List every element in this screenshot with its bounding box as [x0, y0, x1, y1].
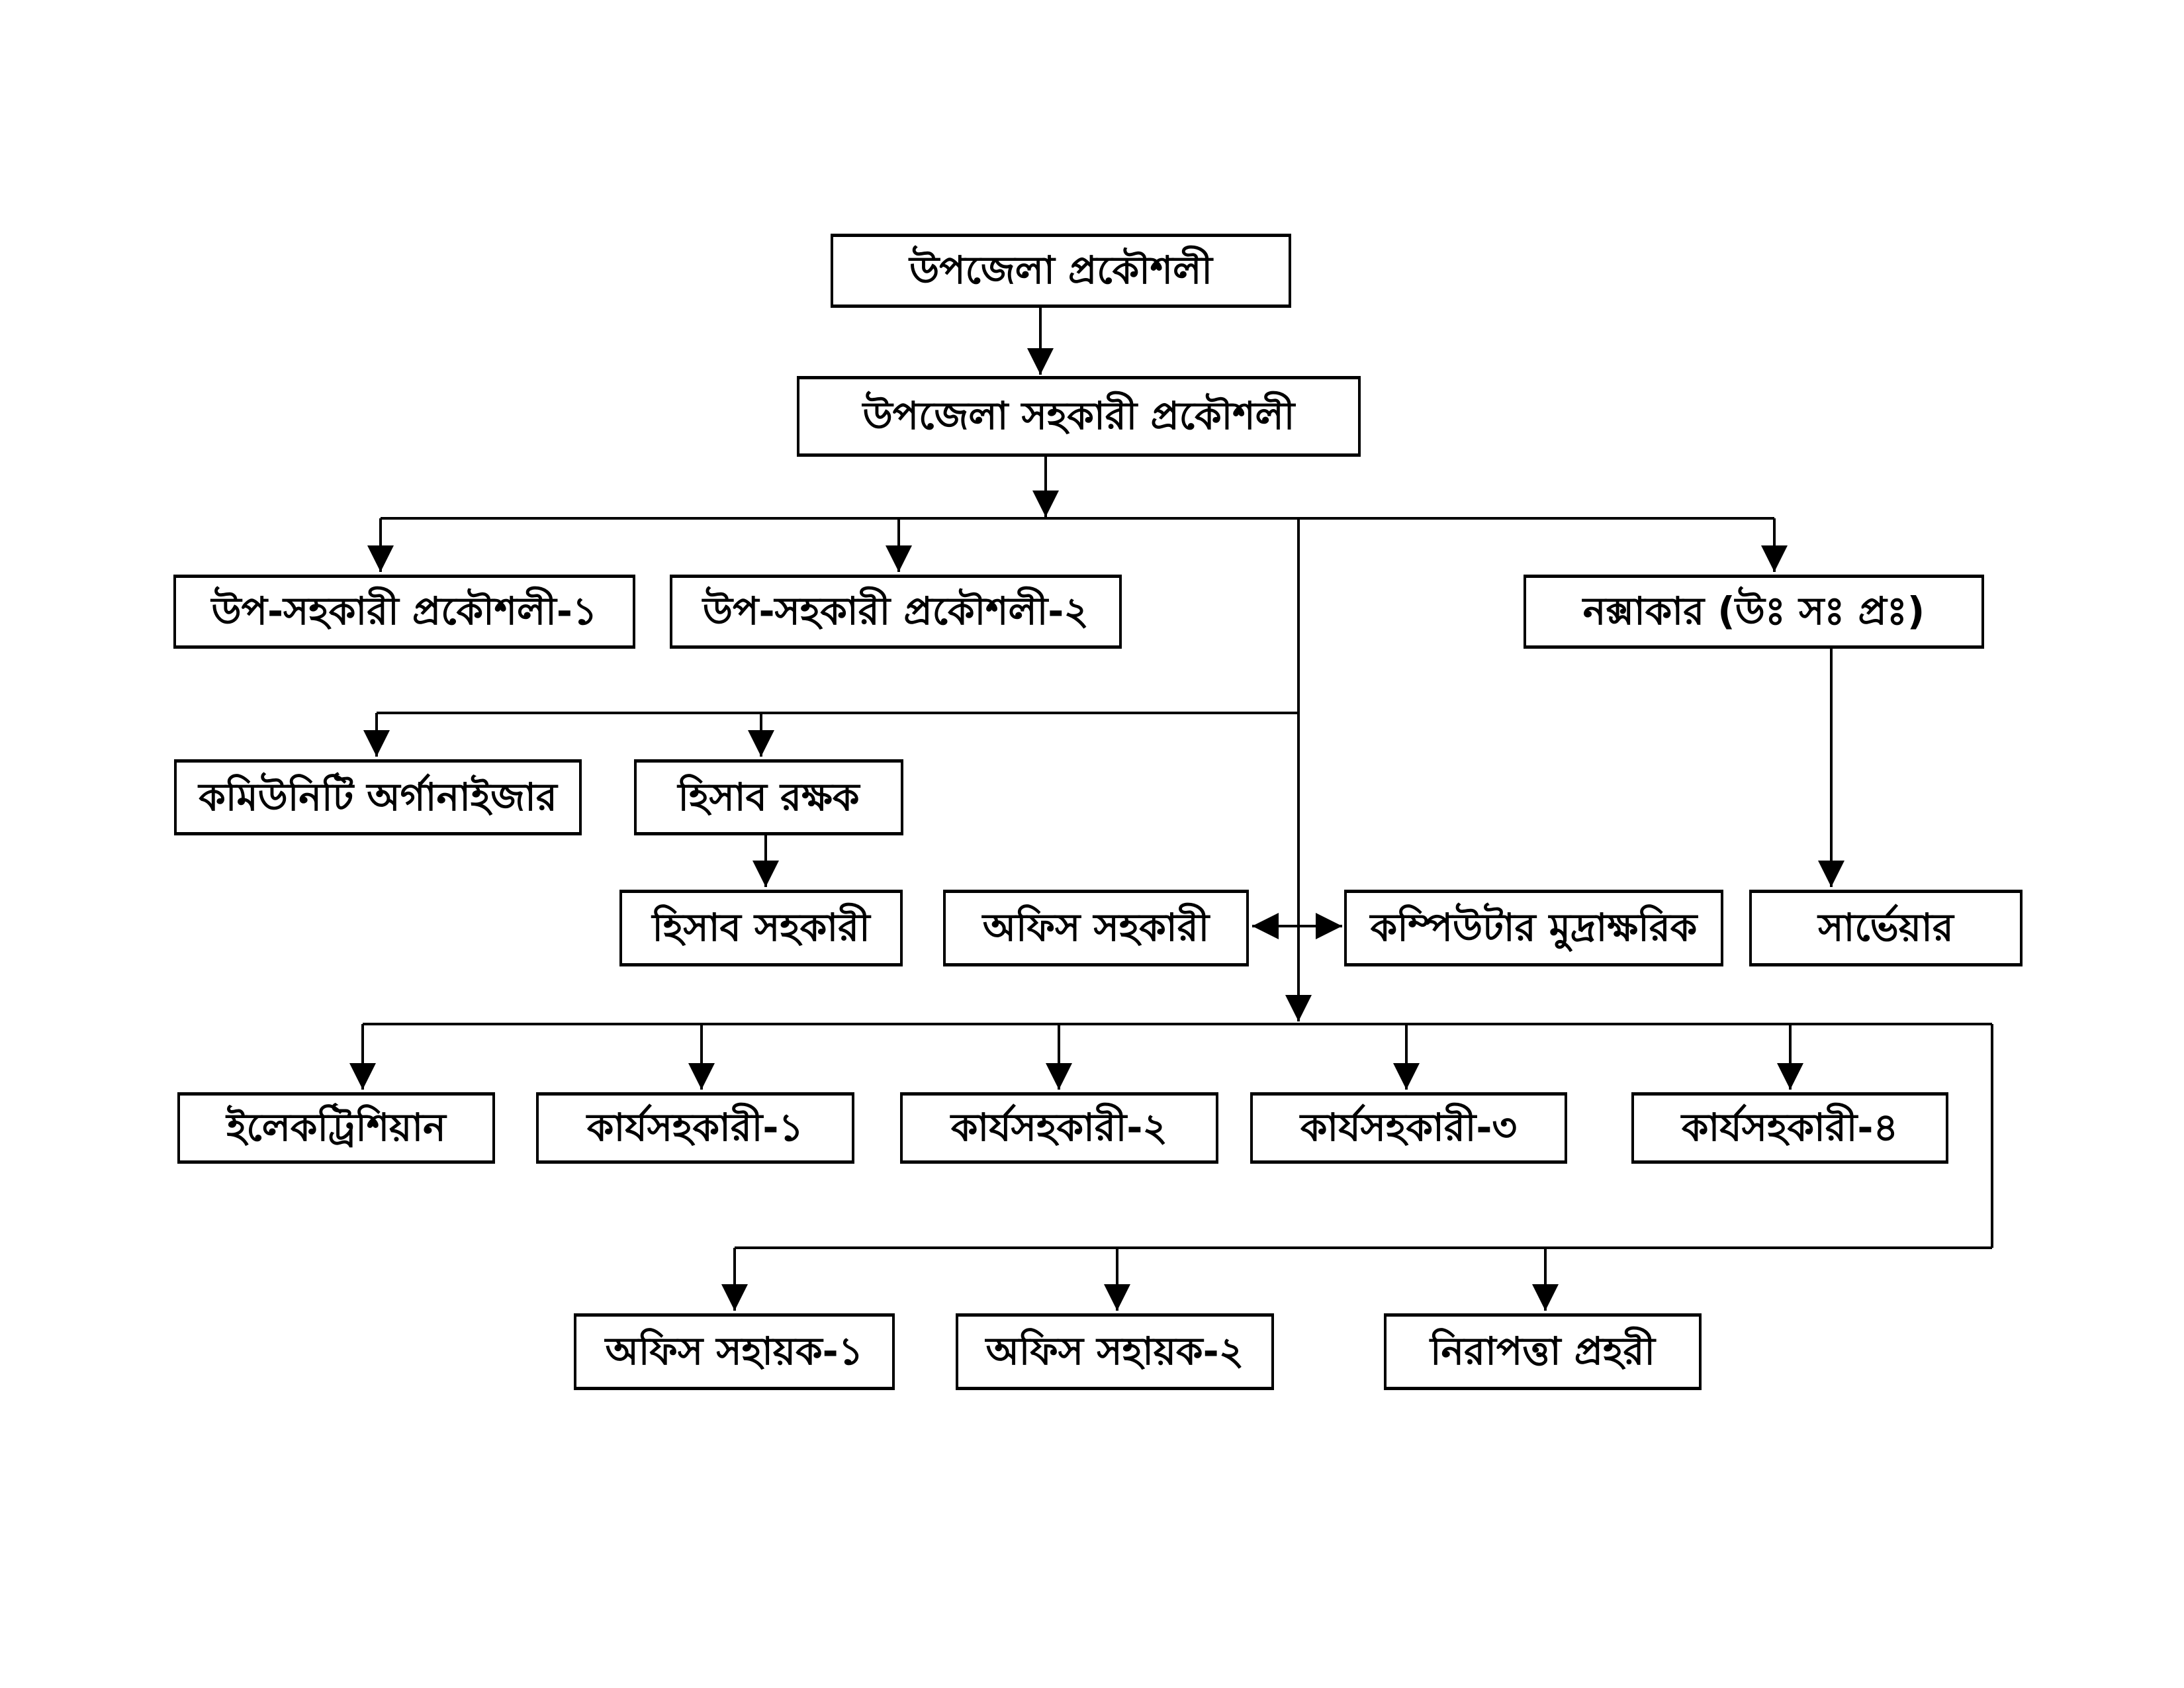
work-assistant-4-box: কার্যসহকারী-৪ — [1631, 1092, 1948, 1164]
upazila-engineer-label: উপজেলা প্রকৌশলী — [909, 248, 1212, 293]
upazila-assistant-engineer-label: উপজেলা সহকারী প্রকৌশলী — [862, 393, 1295, 439]
office-support-1-box: অফিস সহায়ক-১ — [574, 1313, 895, 1390]
work-assistant-4-label: কার্যসহকারী-৪ — [1681, 1105, 1899, 1150]
surveyor-box: সার্ভেয়ার — [1749, 890, 2023, 966]
accounts-keeper-label: হিসাব রক্ষক — [678, 774, 860, 820]
community-organizer-box: কমিউনিটি অর্গানাইজার — [174, 759, 582, 835]
accounts-keeper-box: হিসাব রক্ষক — [634, 759, 903, 835]
office-assistant-label: অফিস সহকারী — [982, 905, 1210, 951]
sub-assistant-engineer-1-box: উপ-সহকারী প্রকৌশলী-১ — [173, 575, 635, 649]
office-support-2-box: অফিস সহায়ক-২ — [956, 1313, 1274, 1390]
draftsman-box: নক্সাকার (উঃ সঃ প্রঃ) — [1524, 575, 1984, 649]
community-organizer-label: কমিউনিটি অর্গানাইজার — [199, 774, 557, 820]
sub-assistant-engineer-2-box: উপ-সহকারী প্রকৌশলী-২ — [670, 575, 1122, 649]
draftsman-label: নক্সাকার (উঃ সঃ প্রঃ) — [1582, 588, 1925, 634]
work-assistant-2-box: কার্যসহকারী-২ — [900, 1092, 1218, 1164]
work-assistant-2-label: কার্যসহকারী-২ — [950, 1105, 1168, 1150]
sub-assistant-engineer-1-label: উপ-সহকারী প্রকৌশলী-১ — [211, 588, 598, 634]
work-assistant-3-label: কার্যসহকারী-৩ — [1300, 1105, 1518, 1150]
office-support-2-label: অফিস সহায়ক-২ — [985, 1329, 1244, 1374]
upazila-assistant-engineer-box: উপজেলা সহকারী প্রকৌশলী — [797, 376, 1361, 457]
accounts-assistant-label: হিসাব সহকারী — [652, 905, 870, 951]
computer-typist-label: কম্পিউটার মুদ্রাক্ষরিক — [1370, 905, 1698, 951]
office-support-1-label: অফিস সহায়ক-১ — [605, 1329, 864, 1374]
security-guard-box: নিরাপত্তা প্রহরী — [1384, 1313, 1702, 1390]
office-assistant-box: অফিস সহকারী — [943, 890, 1249, 966]
electrician-label: ইলেকট্রিশিয়ান — [226, 1105, 446, 1150]
security-guard-label: নিরাপত্তা প্রহরী — [1430, 1329, 1656, 1374]
work-assistant-1-label: কার্যসহকারী-১ — [586, 1105, 804, 1150]
surveyor-label: সার্ভেয়ার — [1818, 905, 1954, 951]
sub-assistant-engineer-2-label: উপ-সহকারী প্রকৌশলী-২ — [702, 588, 1089, 634]
electrician-box: ইলেকট্রিশিয়ান — [177, 1092, 495, 1164]
work-assistant-3-box: কার্যসহকারী-৩ — [1250, 1092, 1567, 1164]
upazila-engineer-box: উপজেলা প্রকৌশলী — [831, 234, 1291, 308]
work-assistant-1-box: কার্যসহকারী-১ — [536, 1092, 854, 1164]
accounts-assistant-box: হিসাব সহকারী — [619, 890, 903, 966]
computer-typist-box: কম্পিউটার মুদ্রাক্ষরিক — [1344, 890, 1723, 966]
